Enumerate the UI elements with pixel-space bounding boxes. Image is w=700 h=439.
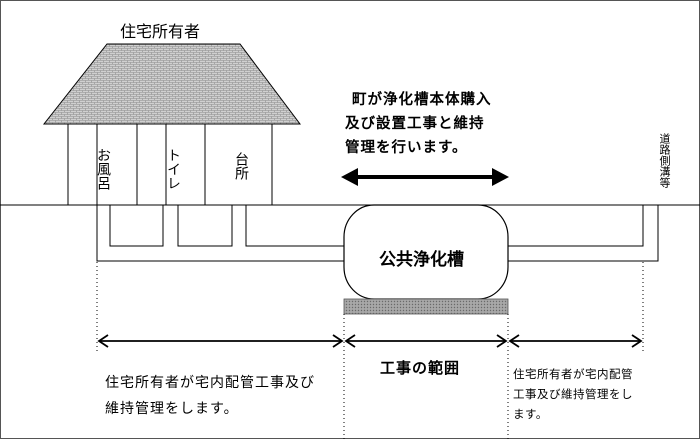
scope-label: 工事の範囲 <box>380 359 461 377</box>
pipe-top-left <box>245 205 346 247</box>
town-note-line-2: 及び設置工事と維持 <box>345 116 485 132</box>
pipe-bottom-right <box>495 205 659 262</box>
house-roof <box>42 43 301 125</box>
town-note-line-1: 町が浄化槽本体購入 <box>352 92 492 108</box>
town-note-line-3: 管理を行います。 <box>345 140 468 156</box>
owner-label: 住宅所有者 <box>120 22 201 41</box>
boundary-dotted-lines <box>96 262 644 439</box>
pipe-bottom-left <box>96 205 360 262</box>
house-walls <box>67 124 273 205</box>
room-label-kitchen: 台所 <box>233 152 249 180</box>
owner-note-left-line-1: 住宅所有者が宅内配管工事及び <box>105 375 315 391</box>
tank-base <box>343 298 509 315</box>
room-label-toilet: トイレ <box>165 148 181 190</box>
fixture-boxes <box>109 205 233 247</box>
owner-note-right-line-1: 住宅所有者が宅内配管 <box>513 367 633 381</box>
scope-arrow <box>344 334 508 348</box>
room-label-bath: お風呂 <box>95 148 111 190</box>
owner-note-right-line-2: 工事及び維持管理をし <box>513 387 633 401</box>
tank-label: 公共浄化槽 <box>379 250 464 270</box>
owner-note-right-line-3: ます。 <box>513 407 548 421</box>
gutter-label: 道路側溝等 <box>658 133 671 188</box>
pipe-top-right <box>507 205 644 247</box>
owner-right-arrow <box>508 334 643 348</box>
owner-left-arrow <box>97 334 344 348</box>
town-double-arrow <box>341 168 509 186</box>
owner-note-left-line-2: 維持管理をします。 <box>105 401 239 417</box>
